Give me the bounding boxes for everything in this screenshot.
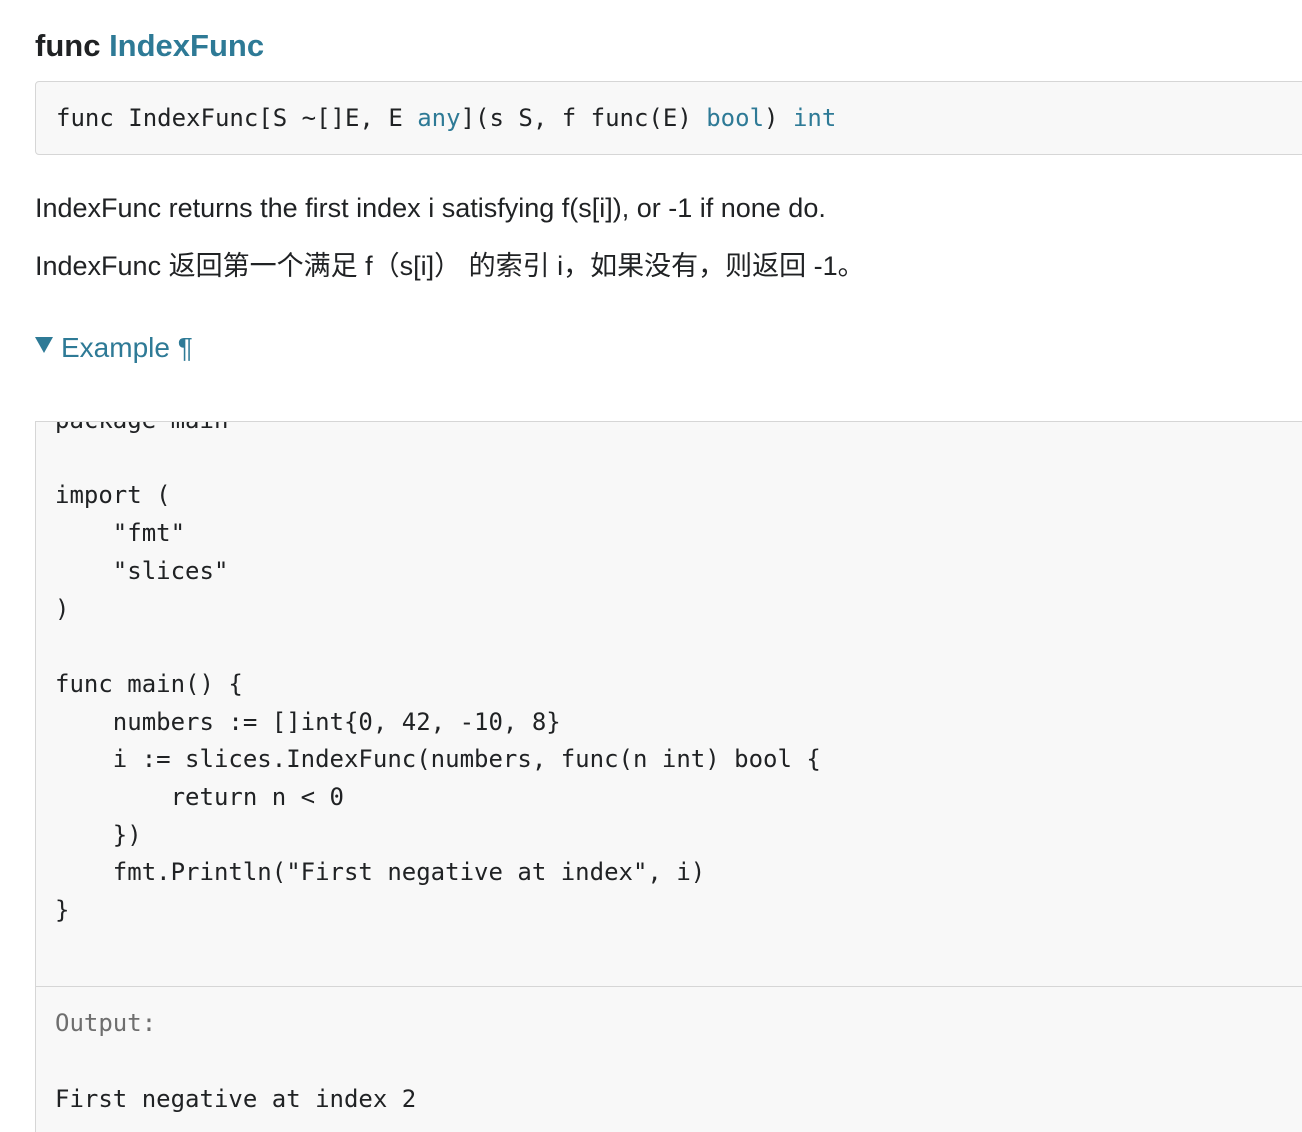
signature-bool-link[interactable]: bool xyxy=(706,104,765,132)
triangle-down-icon xyxy=(35,337,53,353)
output-label: Output: xyxy=(55,1009,157,1037)
heading-func-keyword: func xyxy=(35,28,101,63)
signature-code-block: func IndexFunc[S ~[]E, E any](s S, f fun… xyxy=(35,81,1302,155)
example-toggle-label: Example ¶ xyxy=(61,332,193,363)
signature-text-part1: func IndexFunc[S ~[]E, E xyxy=(56,104,418,132)
signature-text-part2: ](s S, f func(E) xyxy=(460,104,707,132)
example-code-area[interactable]: package main import ( "fmt" "slices" ) f… xyxy=(36,422,1302,986)
example-output-area: Output: First negative at index 2 xyxy=(36,986,1302,1132)
signature-any-link[interactable]: any xyxy=(417,104,461,132)
example-toggle[interactable]: Example ¶ xyxy=(35,330,193,366)
example-code[interactable]: package main import ( "fmt" "slices" ) f… xyxy=(55,422,821,925)
heading-function-name-link[interactable]: IndexFunc xyxy=(109,28,265,63)
signature-text-part3: ) xyxy=(764,104,793,132)
doc-chinese: IndexFunc 返回第一个满足 f（s[i]） 的索引 i，如果没有，则返回… xyxy=(35,251,865,281)
signature-int-link[interactable]: int xyxy=(792,104,837,132)
output-text: First negative at index 2 xyxy=(55,1085,417,1113)
signature-code: func IndexFunc[S ~[]E, E any](s S, f fun… xyxy=(56,100,836,136)
function-heading: func IndexFunc xyxy=(35,26,264,66)
doc-english: IndexFunc returns the first index i sati… xyxy=(35,193,826,223)
example-panel: package main import ( "fmt" "slices" ) f… xyxy=(35,421,1302,1132)
